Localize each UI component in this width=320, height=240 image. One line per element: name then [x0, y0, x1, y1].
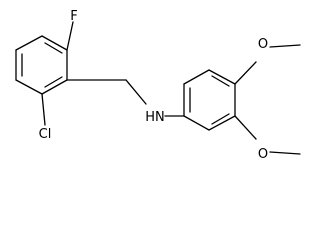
bond [44, 42, 63, 54]
oxygen-label-bottom: O [258, 147, 268, 162]
amine-label: HN [145, 110, 165, 125]
bond [269, 151, 301, 155]
bond [41, 93, 46, 126]
bond [183, 69, 210, 85]
bond [208, 69, 236, 85]
bond [211, 75, 230, 87]
bond-lines [15, 21, 301, 155]
bond [183, 115, 210, 131]
bond [234, 61, 257, 85]
bond [41, 79, 68, 95]
bond [66, 21, 74, 51]
chemical-structure-diagram: F Cl HN O O [15, 9, 301, 162]
bond [234, 115, 257, 140]
bond [15, 35, 43, 51]
atom-labels: F Cl HN O O [39, 9, 268, 162]
bond [125, 79, 147, 105]
bond [211, 113, 230, 125]
bond [269, 44, 301, 48]
oxygen-label-top: O [258, 37, 268, 52]
bond [41, 35, 68, 51]
chlorine-label: Cl [39, 127, 52, 142]
bond [15, 79, 43, 95]
bond [208, 115, 236, 131]
fluorine-label: F [70, 9, 77, 24]
bond [44, 76, 63, 88]
